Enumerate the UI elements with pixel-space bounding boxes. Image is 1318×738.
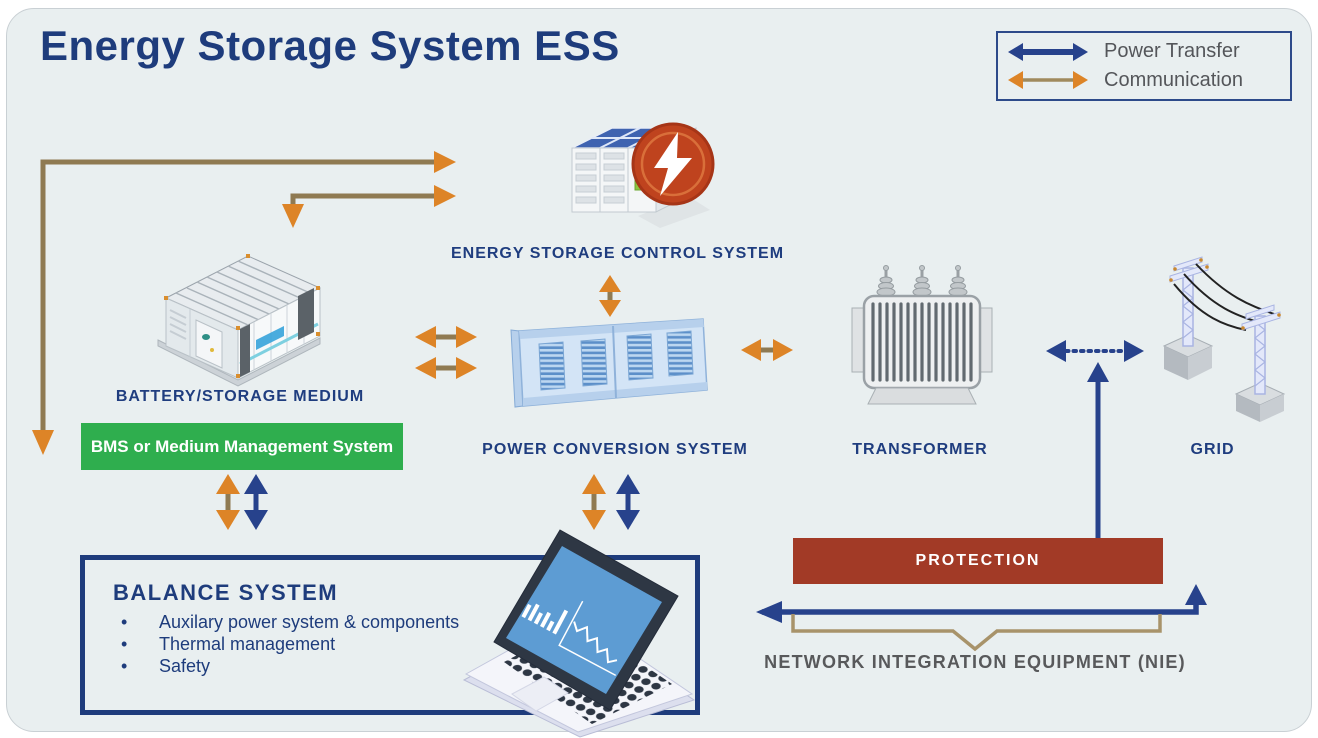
transformer-label: TRANSFORMER <box>852 441 988 458</box>
battery-label: BATTERY/STORAGE MEDIUM <box>115 388 365 405</box>
legend-row-communication: Communication <box>1006 69 1282 92</box>
power-conversion-system-icon <box>510 318 708 408</box>
balance-bullet-2: Thermal management <box>113 634 695 656</box>
legend-power-label: Power Transfer <box>1104 40 1240 63</box>
lightning-badge-icon <box>631 122 715 206</box>
battery-container-icon <box>157 254 322 387</box>
balance-bullet-1: Auxilary power system & components <box>113 612 695 634</box>
legend-communication-label: Communication <box>1104 68 1243 91</box>
pcs-label: POWER CONVERSION SYSTEM <box>482 441 748 458</box>
transformer-icon <box>851 265 993 405</box>
escs-label: ENERGY STORAGE CONTROL SYSTEM <box>450 245 785 262</box>
balance-system-list: Auxilary power system & components Therm… <box>113 612 695 678</box>
balance-system-title: BALANCE SYSTEM <box>113 580 339 605</box>
tower-left <box>1162 256 1214 380</box>
grid-label: GRID <box>1190 441 1235 458</box>
balance-system-box: BALANCE SYSTEM Auxilary power system & c… <box>80 555 700 715</box>
balance-bullet-3: Safety <box>113 656 695 678</box>
legend-row-power: Power Transfer <box>1006 40 1282 63</box>
nie-label: NETWORK INTEGRATION EQUIPMENT (NIE) <box>764 652 1186 672</box>
energy-storage-control-system-icon <box>571 122 715 228</box>
protection-banner: PROTECTION <box>793 538 1163 584</box>
communication-arrow-icon <box>1008 71 1088 90</box>
legend-box: Power Transfer Communication <box>996 31 1292 101</box>
power-transfer-arrow-icon <box>1008 42 1088 61</box>
grid-icon <box>1162 256 1286 422</box>
page-title: Energy Storage System ESS <box>40 22 620 69</box>
laptop-icon <box>462 529 696 738</box>
tower-right <box>1234 304 1286 422</box>
bms-banner: BMS or Medium Management System <box>81 423 403 470</box>
